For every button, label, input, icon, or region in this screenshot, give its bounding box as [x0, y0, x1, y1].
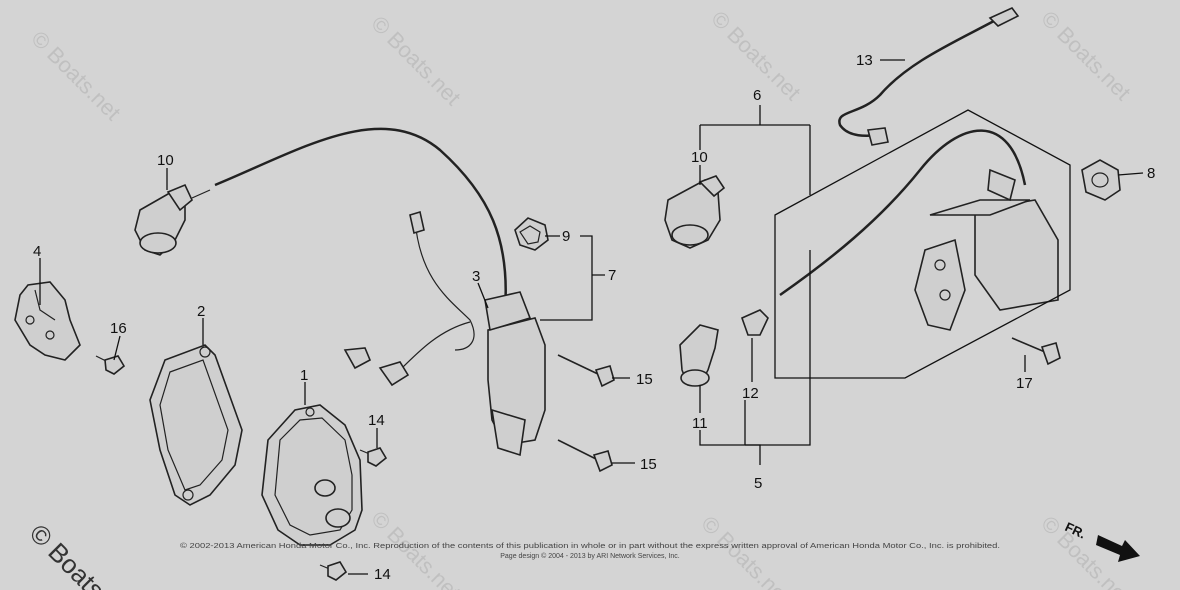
callout-16: 16 [110, 320, 127, 337]
callout-11: 11 [692, 415, 708, 432]
callout-6: 6 [753, 87, 761, 104]
watermark-4: © Boats.net [1036, 6, 1135, 105]
callout-15-upper: 15 [636, 371, 653, 388]
watermark-6: © Boats.net [696, 511, 795, 590]
callout-14-lower: 14 [374, 566, 391, 583]
callout-9: 9 [562, 228, 570, 245]
callout-12: 12 [742, 385, 759, 402]
part-9-grommet [514, 217, 549, 251]
part-13-wire [838, 7, 1020, 146]
part-2-gasket [149, 344, 243, 506]
callout-14-upper: 14 [368, 412, 385, 429]
callout-5: 5 [754, 475, 762, 492]
high-tension-wire-right [779, 129, 1027, 297]
callouts: 1 2 3 4 5 6 7 8 9 10 10 11 12 13 14 14 1… [33, 52, 1155, 583]
callout-8: 8 [1147, 165, 1155, 182]
part-4-bracket [14, 281, 81, 361]
callout-10-left: 10 [157, 152, 174, 169]
callout-13: 13 [856, 52, 873, 69]
assembly-outline [774, 109, 1071, 379]
part-8-grommet [1081, 159, 1121, 201]
watermark-1: © Boats.net [26, 26, 125, 125]
part-17-bolt [1011, 337, 1061, 366]
callout-17: 17 [1016, 375, 1033, 392]
callout-15-lower: 15 [640, 456, 657, 473]
high-tension-wire-left [214, 127, 507, 311]
part-15-bolt-upper [557, 354, 615, 388]
callout-3: 3 [472, 268, 480, 285]
copyright-line-2: Page design © 2004 - 2013 by ARI Network… [500, 552, 680, 560]
part-6-ignition-coil [914, 168, 1059, 331]
callout-10-right: 10 [691, 149, 708, 166]
callout-4: 4 [33, 243, 41, 260]
bracket-lines [39, 59, 1144, 575]
callout-7: 7 [608, 267, 616, 284]
watermark-2: © Boats.net [366, 11, 465, 110]
part-14-bolt-lower [319, 561, 348, 581]
part-1-cover [261, 404, 363, 546]
part-10-left-plug-cap [134, 183, 211, 256]
part-12-terminal [740, 309, 769, 336]
part-10-right-plug-cap [664, 175, 726, 249]
part-14-bolt-upper [359, 447, 388, 467]
part-11-boot [679, 324, 719, 387]
copyright-line-1: © 2002-2013 American Honda Motor Co., In… [180, 542, 1000, 550]
callout-2: 2 [197, 303, 205, 320]
corner-watermark: © Boats [24, 518, 111, 590]
part-15-bolt-lower [557, 439, 613, 473]
arrow-right-icon [1096, 535, 1140, 562]
part-3-coil [343, 210, 546, 457]
callout-1: 1 [300, 367, 308, 384]
part-16-bolt [95, 355, 126, 375]
